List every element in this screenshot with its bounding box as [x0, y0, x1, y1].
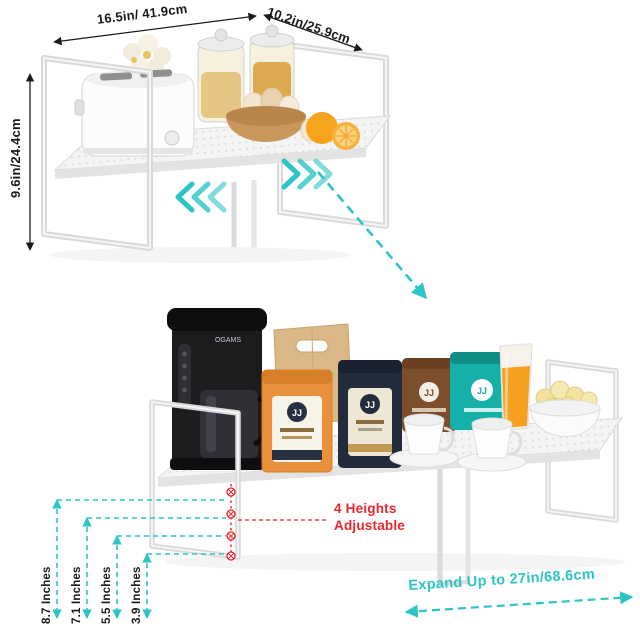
box-logo: JJ — [477, 386, 487, 396]
orange-fruit — [306, 112, 360, 150]
expand-chevrons-left-icon — [175, 181, 227, 213]
bottom-shelf-unit: OGAMS JJ JJ — [52, 308, 634, 619]
height-dimension-lines — [52, 499, 226, 619]
coffee-maker: OGAMS — [167, 308, 272, 470]
toaster — [74, 69, 195, 157]
coffee-maker-brand: OGAMS — [215, 337, 241, 344]
height-label-7-1: 7.1 Inches — [71, 566, 83, 624]
top-dimension-lines — [25, 12, 363, 251]
top-shelf-shadow — [50, 247, 350, 263]
storage-jar-left — [197, 28, 245, 123]
height-label-3-9: 3.9 Inches — [131, 566, 143, 624]
coffee-cup-right — [457, 417, 527, 472]
adjustable-label-line1: 4 Heights — [334, 501, 397, 516]
coffee-box-brown: JJ — [402, 358, 456, 432]
coffee-cup-left — [389, 413, 459, 468]
coffee-box-navy: JJ — [338, 360, 402, 468]
coffee-box-teal: JJ — [450, 352, 514, 430]
juice-glass — [499, 343, 533, 431]
width-dimension-arrow — [53, 12, 257, 46]
box-logo: JJ — [292, 408, 302, 418]
adjustable-label-line2: Adjustable — [334, 518, 406, 533]
height-label-8-7: 8.7 Inches — [41, 566, 53, 624]
transform-arrow-icon — [317, 171, 428, 300]
popcorn-bowl — [529, 380, 601, 437]
height-adjust-markers — [226, 484, 328, 561]
top-shelf-unit — [25, 12, 392, 263]
coffee-box-orange: JJ — [261, 369, 333, 473]
bottom-shelf-shadow — [165, 553, 625, 571]
expand-arrow-icon — [404, 591, 634, 618]
egg-bowl — [226, 87, 306, 142]
expand-chevrons-right-icon — [281, 158, 333, 190]
top-height-label: 9.6in/24.4cm — [8, 118, 23, 198]
depth-dimension-arrow — [263, 13, 363, 52]
box-logo: JJ — [365, 400, 375, 410]
box-logo: JJ — [424, 388, 434, 398]
height-label-5-5: 5.5 Inches — [101, 566, 113, 624]
